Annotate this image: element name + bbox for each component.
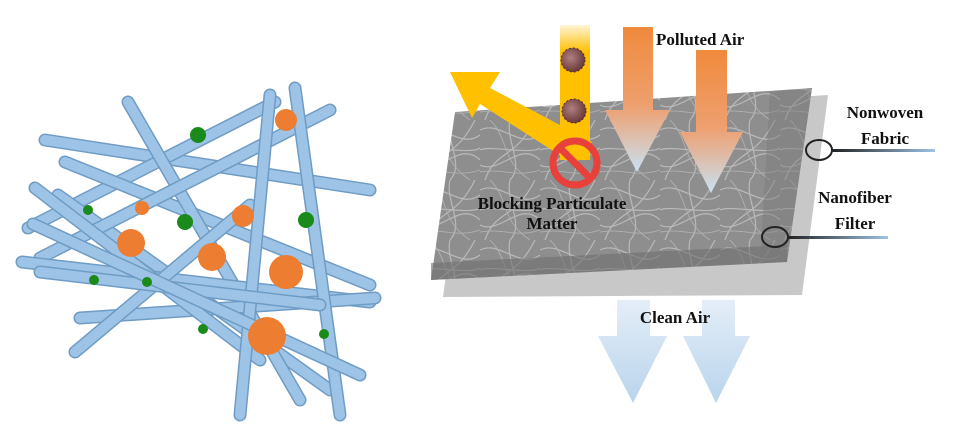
- small-particle: [83, 205, 93, 215]
- fiber-core: [235, 90, 275, 420]
- fiber-mesh: [15, 81, 382, 422]
- deflected-particle-arrow: [450, 25, 592, 165]
- clean-air-arrow: [683, 300, 750, 403]
- filter-mat-side: [760, 88, 812, 262]
- small-particle: [319, 329, 329, 339]
- large-particle: [135, 201, 149, 215]
- small-particle: [142, 277, 152, 287]
- nonwoven-leader: [805, 139, 935, 161]
- clean-air-label: Clean Air: [639, 308, 711, 327]
- blocking-label-line2: Matter: [526, 214, 578, 233]
- prohibited-icon: [549, 137, 601, 189]
- fiber-core: [35, 105, 335, 263]
- filter-mat-edge: [431, 245, 787, 280]
- nonwoven-label-line2: Fabric: [860, 129, 910, 148]
- polluted-air-arrow: [605, 27, 670, 172]
- large-particle: [269, 255, 303, 289]
- fiber-core: [28, 219, 365, 380]
- large-particle: [198, 243, 226, 271]
- nanofiber-label-line2: Filter: [834, 214, 876, 233]
- polluted-air-arrow: [680, 50, 743, 193]
- small-particle: [89, 275, 99, 285]
- large-particle: [232, 205, 254, 227]
- clean-air-arrow: [598, 300, 667, 403]
- fiber-core: [40, 135, 375, 195]
- nanofiber-label-line1: Nanofiber: [818, 188, 892, 207]
- virus-particle-icon: [561, 98, 587, 124]
- large-particle: [248, 317, 286, 355]
- large-particle: [275, 109, 297, 131]
- small-particle: [198, 324, 208, 334]
- small-particle: [177, 214, 193, 230]
- nanofiber-leader: [761, 226, 888, 248]
- fiber-core: [17, 257, 375, 307]
- virus-particle-icon: [560, 47, 586, 73]
- large-particle: [117, 229, 145, 257]
- small-particle: [190, 127, 206, 143]
- nonwoven-label-line1: Nonwoven: [846, 103, 924, 122]
- blocking-label-line1: Blocking Particulate: [477, 194, 627, 213]
- small-particle: [298, 212, 314, 228]
- polluted-air-label: Polluted Air: [656, 30, 745, 49]
